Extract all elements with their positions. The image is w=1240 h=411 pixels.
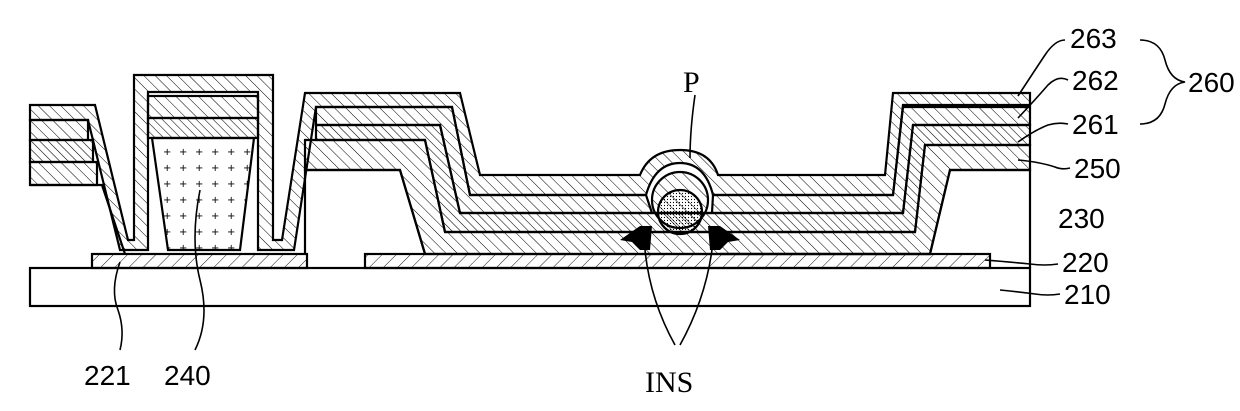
label-220: 220 — [1062, 247, 1109, 278]
particle-p-core — [658, 190, 702, 234]
label-262: 262 — [1072, 65, 1119, 96]
spacer-240 — [152, 138, 254, 250]
label-p: P — [683, 66, 700, 99]
label-263: 263 — [1070, 23, 1117, 54]
label-260: 260 — [1188, 67, 1235, 98]
column-top-261 — [148, 118, 258, 138]
label-250: 250 — [1074, 153, 1121, 184]
electrode-layer — [365, 254, 990, 268]
substrate-layer — [30, 268, 1030, 306]
label-240: 240 — [164, 360, 211, 391]
left-stack-262 — [30, 120, 88, 140]
label-261: 261 — [1072, 109, 1119, 140]
column-top-262 — [148, 96, 258, 118]
leader-220 — [985, 260, 1058, 265]
label-230: 230 — [1058, 203, 1105, 234]
left-stack-250 — [30, 162, 97, 185]
left-stack-261 — [30, 140, 93, 162]
left-electrode — [92, 254, 307, 268]
label-221: 221 — [84, 360, 131, 391]
label-210: 210 — [1064, 279, 1111, 310]
bracket-260 — [1140, 40, 1185, 124]
label-ins: INS — [645, 366, 693, 399]
leader-p — [690, 95, 695, 158]
leader-263 — [1018, 40, 1065, 96]
